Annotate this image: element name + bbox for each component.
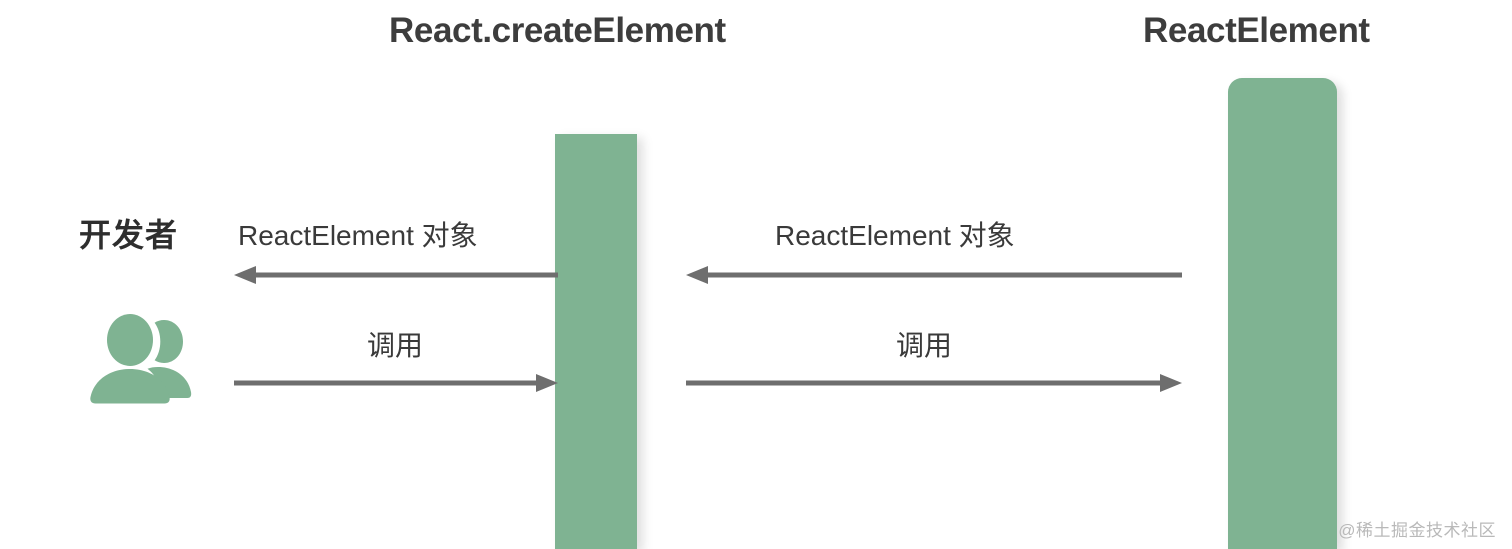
- message-label-call-right: 调用: [896, 330, 953, 361]
- column-title-react-element: ReactElement: [1143, 11, 1370, 50]
- message-arrow-react-element-object-right: [686, 266, 1182, 284]
- message-arrow-react-element-object-left: [234, 266, 558, 284]
- lifeline-bar-create-element: [555, 134, 637, 549]
- message-label-call-left: 调用: [367, 330, 424, 361]
- message-arrow-call-left: [234, 374, 558, 392]
- users-icon: [86, 306, 198, 404]
- message-label-react-element-object-left: ReactElement 对象: [238, 220, 478, 251]
- actor-label-developer: 开发者: [79, 217, 179, 253]
- lifeline-bar-react-element: [1228, 78, 1337, 549]
- watermark: @稀土掘金技术社区: [1338, 521, 1496, 540]
- message-arrow-call-right: [686, 374, 1182, 392]
- column-title-create-element: React.createElement: [389, 11, 726, 50]
- message-label-react-element-object-right: ReactElement 对象: [775, 220, 1015, 251]
